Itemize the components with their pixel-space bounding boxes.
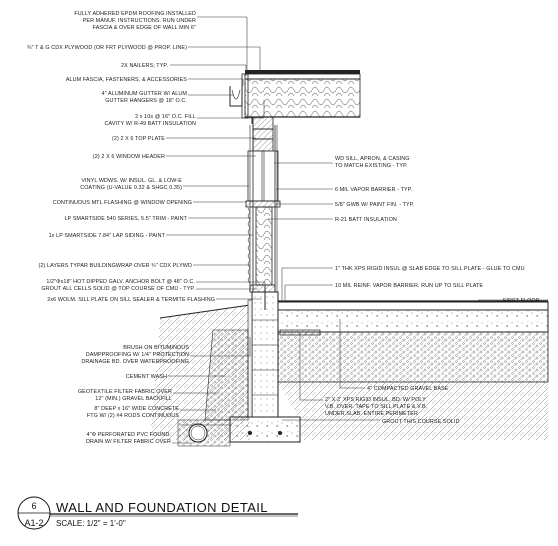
- callout-siding: 1x LP SMARTSIDE 7.84" LAP SIDING - PAINT: [49, 233, 166, 239]
- callout-dampproof-2: DAMPPROOFING W/ 1/4" PROTECTION: [86, 352, 189, 358]
- callout-geotextile-2: 12" (MIN.) GRAVEL BACKFILL: [95, 396, 172, 402]
- callouts-left: FULLY ADHERED EPDM ROOFING INSTALLED PER…: [27, 11, 215, 445]
- sheet-reference: A1-2: [24, 518, 43, 528]
- leader-lines-left: [166, 16, 266, 444]
- callout-epdm-3: FASCIA & OVER EDGE OF WALL MIN 6": [93, 25, 196, 31]
- callouts-right: WD SILL, APRON, & CASING TO MATCH EXISTI…: [325, 156, 540, 425]
- callout-vapor-barrier: 6 MIL VAPOR BARRIER - TYP.: [335, 187, 412, 193]
- callout-epdm-2: PER MANUF. INSTRUCTIONS. RUN UNDER: [83, 18, 196, 24]
- callout-joists-1: 2 x 10s @ 16" O.C. FILL: [135, 114, 196, 120]
- callout-wd-sill-2: TO MATCH EXISTING - TYP.: [335, 163, 408, 169]
- callout-sill-plate: 2x6 WOLM. SILL PLATE ON SILL SEALER & TE…: [47, 297, 215, 303]
- callout-xps-slab-edge: 1" THK XPS RIGID INSUL @ SLAB EDGE TO SI…: [335, 266, 525, 272]
- callout-wrap: (2) LAYERS TYPAR BUILDINGWRAP OVER ¾" CD…: [39, 263, 193, 269]
- callout-r21: R-21 BATT INSULATION: [335, 217, 397, 223]
- callout-footing-2: FTG W/ (2) #4 RODS CONTINUOUS: [87, 413, 179, 419]
- callout-gutter-1: 4" ALUMINUM GUTTER W/ ALUM: [102, 91, 188, 97]
- callout-epdm-1: FULLY ADHERED EPDM ROOFING INSTALLED: [74, 11, 196, 17]
- callout-gwb: 5/8" GWB W/ PAINT FIN. - TYP.: [335, 202, 414, 208]
- first-floor-label: FIRST FLOOR: [503, 298, 540, 304]
- callout-xps-perimeter-2: V.B. OVER. TAPE TO SILL PLATE & V.B.: [325, 404, 427, 410]
- title-block: 6 A1-2 WALL AND FOUNDATION DETAIL SCALE:…: [17, 496, 298, 530]
- callout-dampproof-1: BRUSH ON BITUMINOUS: [123, 345, 189, 351]
- wall-assembly: [245, 125, 281, 293]
- callout-reinf-vapor-barrier: 10 MIL REINF. VAPOR BARRIER. RUN UP TO S…: [335, 283, 483, 289]
- leader-lines-right: [268, 162, 548, 421]
- callout-gravel-base: 4" COMPACTED GRAVEL BASE: [367, 386, 449, 392]
- foundation-assembly: [150, 286, 549, 447]
- callout-grout-course: GROUT THIS COURSE SOLID: [382, 419, 460, 425]
- callout-anchor-2: GROUT ALL CELLS SOLID @ TOP COURSE OF CM…: [41, 286, 195, 292]
- callout-xps-perimeter-3: UNDER SLAB. ENTIRE PERIMETER: [325, 411, 418, 417]
- detail-title: WALL AND FOUNDATION DETAIL: [56, 500, 268, 515]
- callout-joists-2: CAVITY W/ R-49 BATT INSULATION: [105, 121, 196, 127]
- callout-footing-1: 8" DEEP x 16" WIDE CONCRETE: [94, 406, 179, 412]
- callout-trim: LP SMARTSIDE 540 SERIES, 5.5" TRIM - PAI…: [64, 216, 187, 222]
- callout-fascia: ALUM FASCIA, FASTENERS, & ACCESSORIES: [66, 77, 187, 83]
- detail-number: 6: [31, 501, 36, 511]
- callout-cement-wash: CEMENT WASH: [126, 374, 167, 380]
- callout-drain-2: DRAIN W/ FILTER FABRIC OVER: [86, 439, 171, 445]
- callout-plywood: ¾" T & G CDX PLYWOOD (OR FRT PLYWOOD @ P…: [27, 45, 187, 51]
- detail-scale: SCALE: 1/2" = 1'-0": [56, 519, 126, 528]
- callout-gutter-2: GUTTER HANGERS @ 18" O.C.: [105, 98, 187, 104]
- callout-anchor-1: 1/2"Φx18" HOT DIPPED GALV. ANCHOR BOLT @…: [46, 279, 195, 285]
- roof-assembly: [229, 70, 361, 130]
- callout-flashing: CONTINUOUS MTL FLASHING @ WINDOW OPENING: [53, 200, 192, 206]
- callout-nailers: 2X NAILERS; TYP.: [121, 63, 168, 69]
- callout-header: (2) 2 X 6 WINDOW HEADER: [93, 154, 165, 160]
- callout-geotextile-1: GEOTEXTILE FILTER FABRIC OVER: [78, 389, 172, 395]
- callout-window-2: COATING (U-VALUE 0.32 & SHGC 0.35): [80, 185, 182, 191]
- callout-drain-1: 4"Φ PERFORATED PVC FOUND.: [87, 432, 171, 438]
- callout-window-1: VINYL WDWS. W/ INSUL. GL. & LOW-E: [81, 178, 182, 184]
- callout-wd-sill-1: WD SILL, APRON, & CASING: [335, 156, 410, 162]
- callout-xps-perimeter-1: 2" X 2' XPS RIGID INSUL. BD. W/ POLY: [325, 397, 426, 403]
- callout-top-plate: (2) 2 X 6 TOP PLATE: [112, 136, 165, 142]
- callout-dampproof-3: DRAINAGE BD. OVER WATERPROOFING: [81, 359, 189, 365]
